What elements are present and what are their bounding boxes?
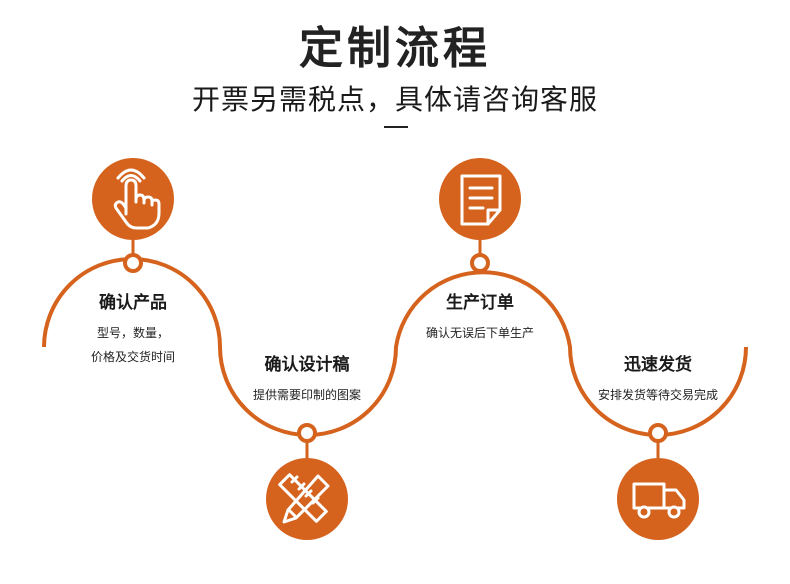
step-1: 确认产品 型号，数量， 价格及交货时间: [63, 288, 203, 369]
flow-wave-path: [42, 257, 748, 437]
step-4: 迅速发货 安排发货等待交易完成: [578, 350, 738, 407]
page-title: 定制流程: [299, 23, 491, 74]
node-dot-2: [297, 423, 317, 443]
step-2-desc: 提供需要印制的图案: [227, 383, 387, 407]
delivery-truck-icon: [632, 482, 686, 519]
step-4-desc: 安排发货等待交易完成: [578, 383, 738, 407]
node-dot-1: [123, 253, 143, 273]
hand-pointer-icon: [113, 168, 161, 230]
step-1-icon-circle: [92, 158, 174, 240]
step-1-title: 确认产品: [99, 293, 167, 313]
step-1-desc-line-2: 价格及交货时间: [90, 350, 175, 364]
node-dot-4: [648, 423, 668, 443]
title-divider: [384, 126, 408, 128]
step-2: 确认设计稿 提供需要印制的图案: [227, 350, 387, 407]
step-1-desc-line-1: 型号，数量，: [96, 326, 169, 340]
step-3: 生产订单 确认无误后下单生产: [400, 288, 560, 345]
step-3-desc: 确认无误后下单生产: [400, 321, 560, 345]
step-2-icon-circle: [266, 458, 348, 540]
page-subtitle: 开票另需税点，具体请咨询客服: [191, 83, 598, 116]
step-3-title: 生产订单: [446, 293, 514, 313]
step-2-title: 确认设计稿: [264, 355, 350, 375]
node-dot-3: [470, 253, 490, 273]
step-4-icon-circle: [617, 458, 699, 540]
step-2-desc-line-1: 提供需要印制的图案: [252, 388, 361, 402]
step-3-desc-line-1: 确认无误后下单生产: [425, 326, 534, 340]
step-3-icon-circle: [439, 158, 521, 240]
step-4-desc-line-1: 安排发货等待交易完成: [597, 388, 718, 402]
document-icon: [460, 174, 502, 226]
step-4-title: 迅速发货: [624, 355, 692, 375]
pencil-ruler-icon: [278, 473, 330, 524]
step-1-desc: 型号，数量， 价格及交货时间: [63, 321, 203, 369]
